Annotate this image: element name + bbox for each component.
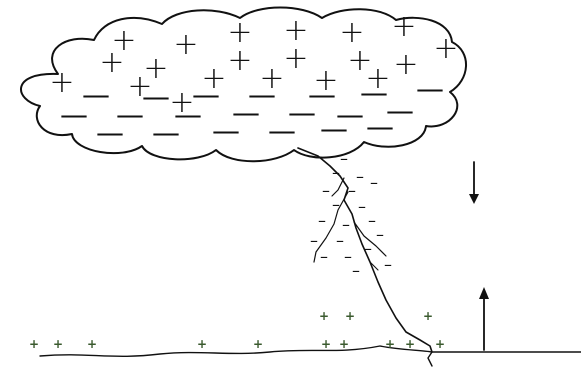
cloud-positive-charges: ++++++++++++++++++++ (49, 9, 458, 120)
positive-charge-symbol: + (283, 13, 308, 48)
negative-charge-symbol: — (82, 78, 110, 111)
leader-branch (313, 191, 349, 263)
negative-charge-symbol: — (212, 114, 240, 147)
leader-negative-charge-symbol: – (348, 181, 356, 200)
positive-charge-symbol: + (49, 65, 74, 100)
negative-charge-symbol: — (288, 96, 316, 129)
negative-charge-symbol: — (174, 98, 202, 131)
negative-charge-symbol: — (308, 78, 336, 111)
negative-charge-symbol: — (336, 98, 364, 131)
positive-charge-symbol: + (393, 47, 418, 82)
leader-negative-charge-symbol: – (320, 247, 328, 266)
leader-negative-charge-symbol: – (332, 195, 340, 214)
ground-positive-charge-symbol: + (405, 337, 415, 351)
ground-line (39, 345, 581, 357)
leader-negative-charge-symbol: – (340, 149, 348, 168)
up-arrow-icon (479, 287, 489, 351)
negative-charge-symbol: — (60, 98, 88, 131)
ground-positive-charge-symbol: + (29, 337, 39, 351)
positive-charge-symbol: + (313, 63, 338, 98)
ground-positive-charge-symbol: + (87, 337, 97, 351)
ground-positive-charge-symbol: + (339, 337, 349, 351)
positive-charge-symbol: + (169, 85, 194, 120)
ground-positive-charge-symbol: + (345, 309, 355, 323)
negative-charge-symbol: — (232, 96, 260, 129)
positive-charge-symbol: + (227, 43, 252, 78)
leader-negative-charge-symbol: – (364, 239, 372, 258)
leader-negative-charge-symbol: – (318, 211, 326, 230)
lightning-leader (297, 147, 433, 353)
leader-negative-charges: ––––––––––––––––––– (310, 149, 392, 280)
positive-charge-symbol: + (99, 45, 124, 80)
positive-charge-symbol: + (391, 9, 416, 44)
positive-charge-symbol: + (283, 41, 308, 76)
negative-charge-symbol: — (386, 94, 414, 127)
down-arrow-icon (469, 161, 479, 204)
positive-charge-symbol: + (339, 15, 364, 50)
negative-charge-symbol: — (152, 116, 180, 149)
leader-branch (331, 177, 345, 197)
negative-charge-symbol: — (248, 78, 276, 111)
negative-charge-symbol: — (360, 76, 388, 109)
ground-positive-charge-symbol: + (197, 337, 207, 351)
negative-charge-symbol: — (96, 116, 124, 149)
leader-negative-charge-symbol: – (384, 255, 392, 274)
leader-negative-charge-symbol: – (370, 173, 378, 192)
leader-negative-charge-symbol: – (358, 197, 366, 216)
negative-charge-symbol: — (320, 112, 348, 145)
positive-charge-symbol: + (173, 27, 198, 62)
leader-negative-charge-symbol: – (368, 211, 376, 230)
positive-charge-symbol: + (127, 69, 152, 104)
ground-positive-charge-symbol: + (435, 337, 445, 351)
ground-positive-charge-symbol: + (253, 337, 263, 351)
ground-positive-charge-symbol: + (53, 337, 63, 351)
positive-charge-symbol: + (111, 23, 136, 58)
leader-negative-charge-symbol: – (336, 231, 344, 250)
negative-charge-symbol: — (192, 78, 220, 111)
negative-charge-symbol: — (366, 110, 394, 143)
ground-positive-charge-symbol: + (319, 309, 329, 323)
positive-charge-symbol: + (433, 31, 458, 66)
leader-negative-charge-symbol: – (322, 181, 330, 200)
leader-branch (369, 261, 379, 271)
positive-charge-symbol: + (201, 61, 226, 96)
leader-branch (353, 221, 387, 257)
ground-positive-charge-symbol: + (385, 337, 395, 351)
cloud-negative-charges: ———————————————————— (60, 72, 444, 149)
positive-charge-symbol: + (227, 15, 252, 50)
negative-charge-symbol: — (116, 98, 144, 131)
leader-negative-charge-symbol: – (352, 261, 360, 280)
storm-cloud (20, 6, 467, 163)
positive-charge-symbol: + (365, 61, 390, 96)
negative-charge-symbol: — (268, 114, 296, 147)
negative-charge-symbol: — (416, 72, 444, 105)
upward-streamer (427, 351, 433, 367)
leader-negative-charge-symbol: – (344, 247, 352, 266)
ground-positive-charge-symbol: + (321, 337, 331, 351)
ground-positive-charge-symbol: + (423, 309, 433, 323)
positive-charge-symbol: + (143, 51, 168, 86)
positive-charge-symbol: + (259, 61, 284, 96)
leader-negative-charge-symbol: – (356, 167, 364, 186)
leader-negative-charge-symbol: – (342, 215, 350, 234)
leader-negative-charge-symbol: – (310, 231, 318, 250)
leader-negative-charge-symbol: – (376, 225, 384, 244)
ground-positive-charges: +++++++++++++ (29, 309, 445, 351)
positive-charge-symbol: + (347, 43, 372, 78)
leader-negative-charge-symbol: – (332, 163, 340, 182)
negative-charge-symbol: — (142, 80, 170, 113)
